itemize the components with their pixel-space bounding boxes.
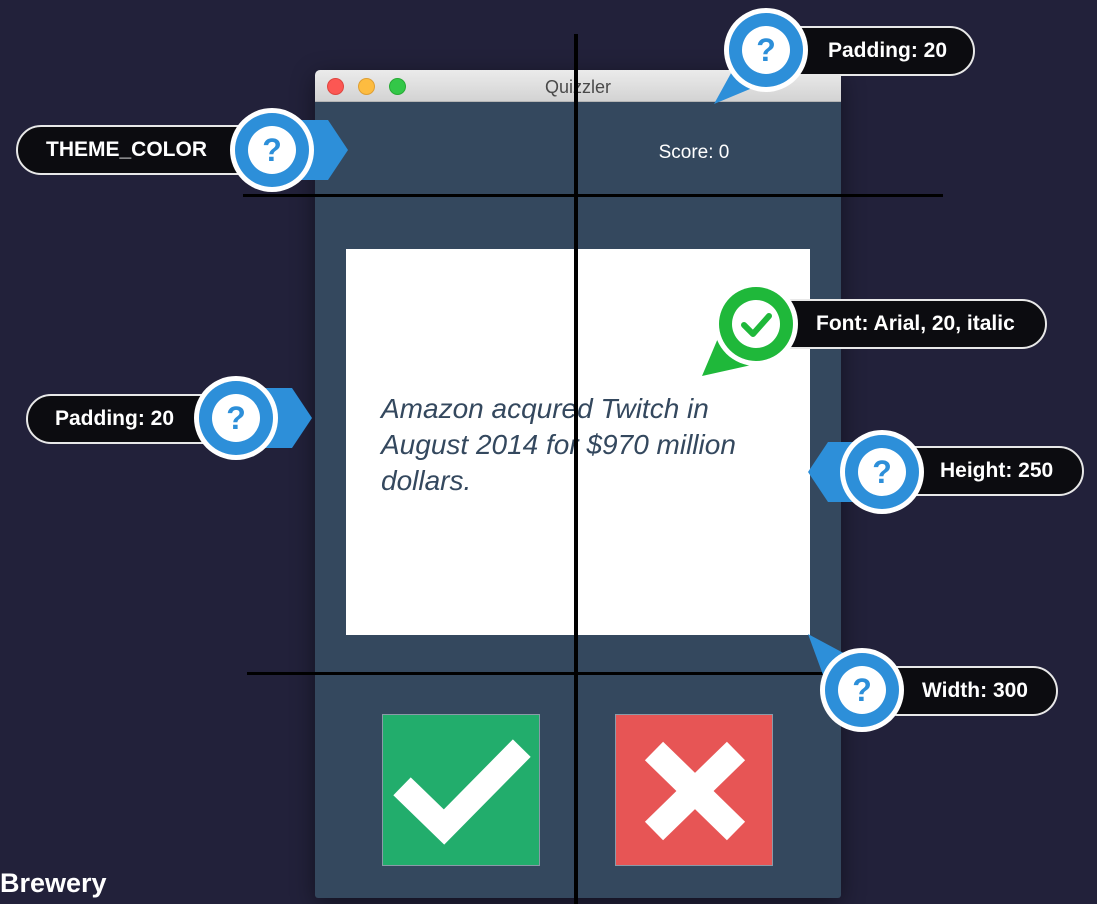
question-badge-icon: ? xyxy=(714,8,808,104)
minimize-window-button[interactable] xyxy=(358,78,375,95)
false-button[interactable] xyxy=(615,714,773,866)
question-badge-icon: ? xyxy=(808,430,924,514)
cross-icon xyxy=(644,741,746,841)
question-card: Amazon acqured Twitch in August 2014 for… xyxy=(346,249,810,635)
checkmark-badge-icon xyxy=(702,282,798,376)
question-text: Amazon acqured Twitch in August 2014 for… xyxy=(381,393,736,496)
vertical-guide-line xyxy=(574,34,578,904)
svg-text:?: ? xyxy=(226,400,246,436)
svg-text:?: ? xyxy=(872,454,892,490)
zoom-window-button[interactable] xyxy=(389,78,406,95)
svg-text:?: ? xyxy=(756,32,776,68)
svg-text:?: ? xyxy=(262,132,282,168)
score-label: Score: 0 xyxy=(658,142,730,163)
brand-text: Brewery xyxy=(0,868,107,898)
question-badge-icon: ? xyxy=(808,634,904,732)
checkmark-icon xyxy=(393,739,531,845)
svg-text:?: ? xyxy=(852,672,872,708)
true-button[interactable] xyxy=(382,714,540,866)
question-badge-icon: ? xyxy=(230,108,348,192)
close-window-button[interactable] xyxy=(327,78,344,95)
horizontal-guide-line-bottom xyxy=(247,672,827,675)
horizontal-guide-line-top xyxy=(243,194,943,197)
font-label: Font: Arial, 20, italic xyxy=(742,299,1047,349)
question-badge-icon: ? xyxy=(194,376,312,460)
